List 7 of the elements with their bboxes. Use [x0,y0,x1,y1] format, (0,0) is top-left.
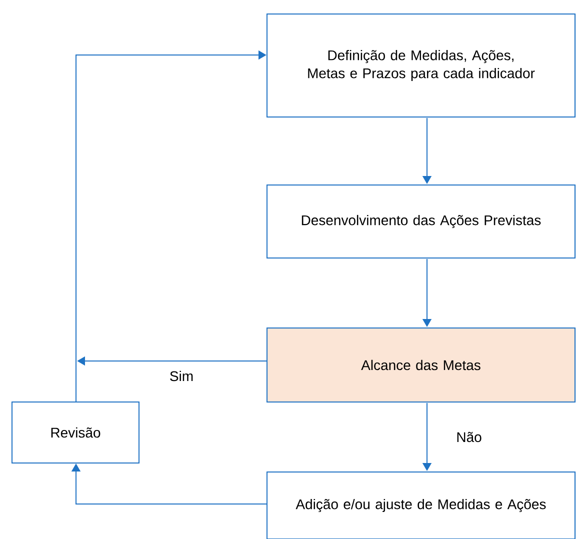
process-box: Desenvolvimento das Ações Previstas [266,184,576,258]
process-box: Revisão [12,402,140,464]
process-box: Definição de Medidas, Ações, Metas e Prazos para cada indicador [266,14,576,118]
edge-label: Não [455,430,483,444]
process-box: Alcance das Metas [266,328,576,402]
process-box: Adição e/ou ajuste de Medidas e Ações [266,472,576,539]
edge-label: Sim [168,370,195,382]
